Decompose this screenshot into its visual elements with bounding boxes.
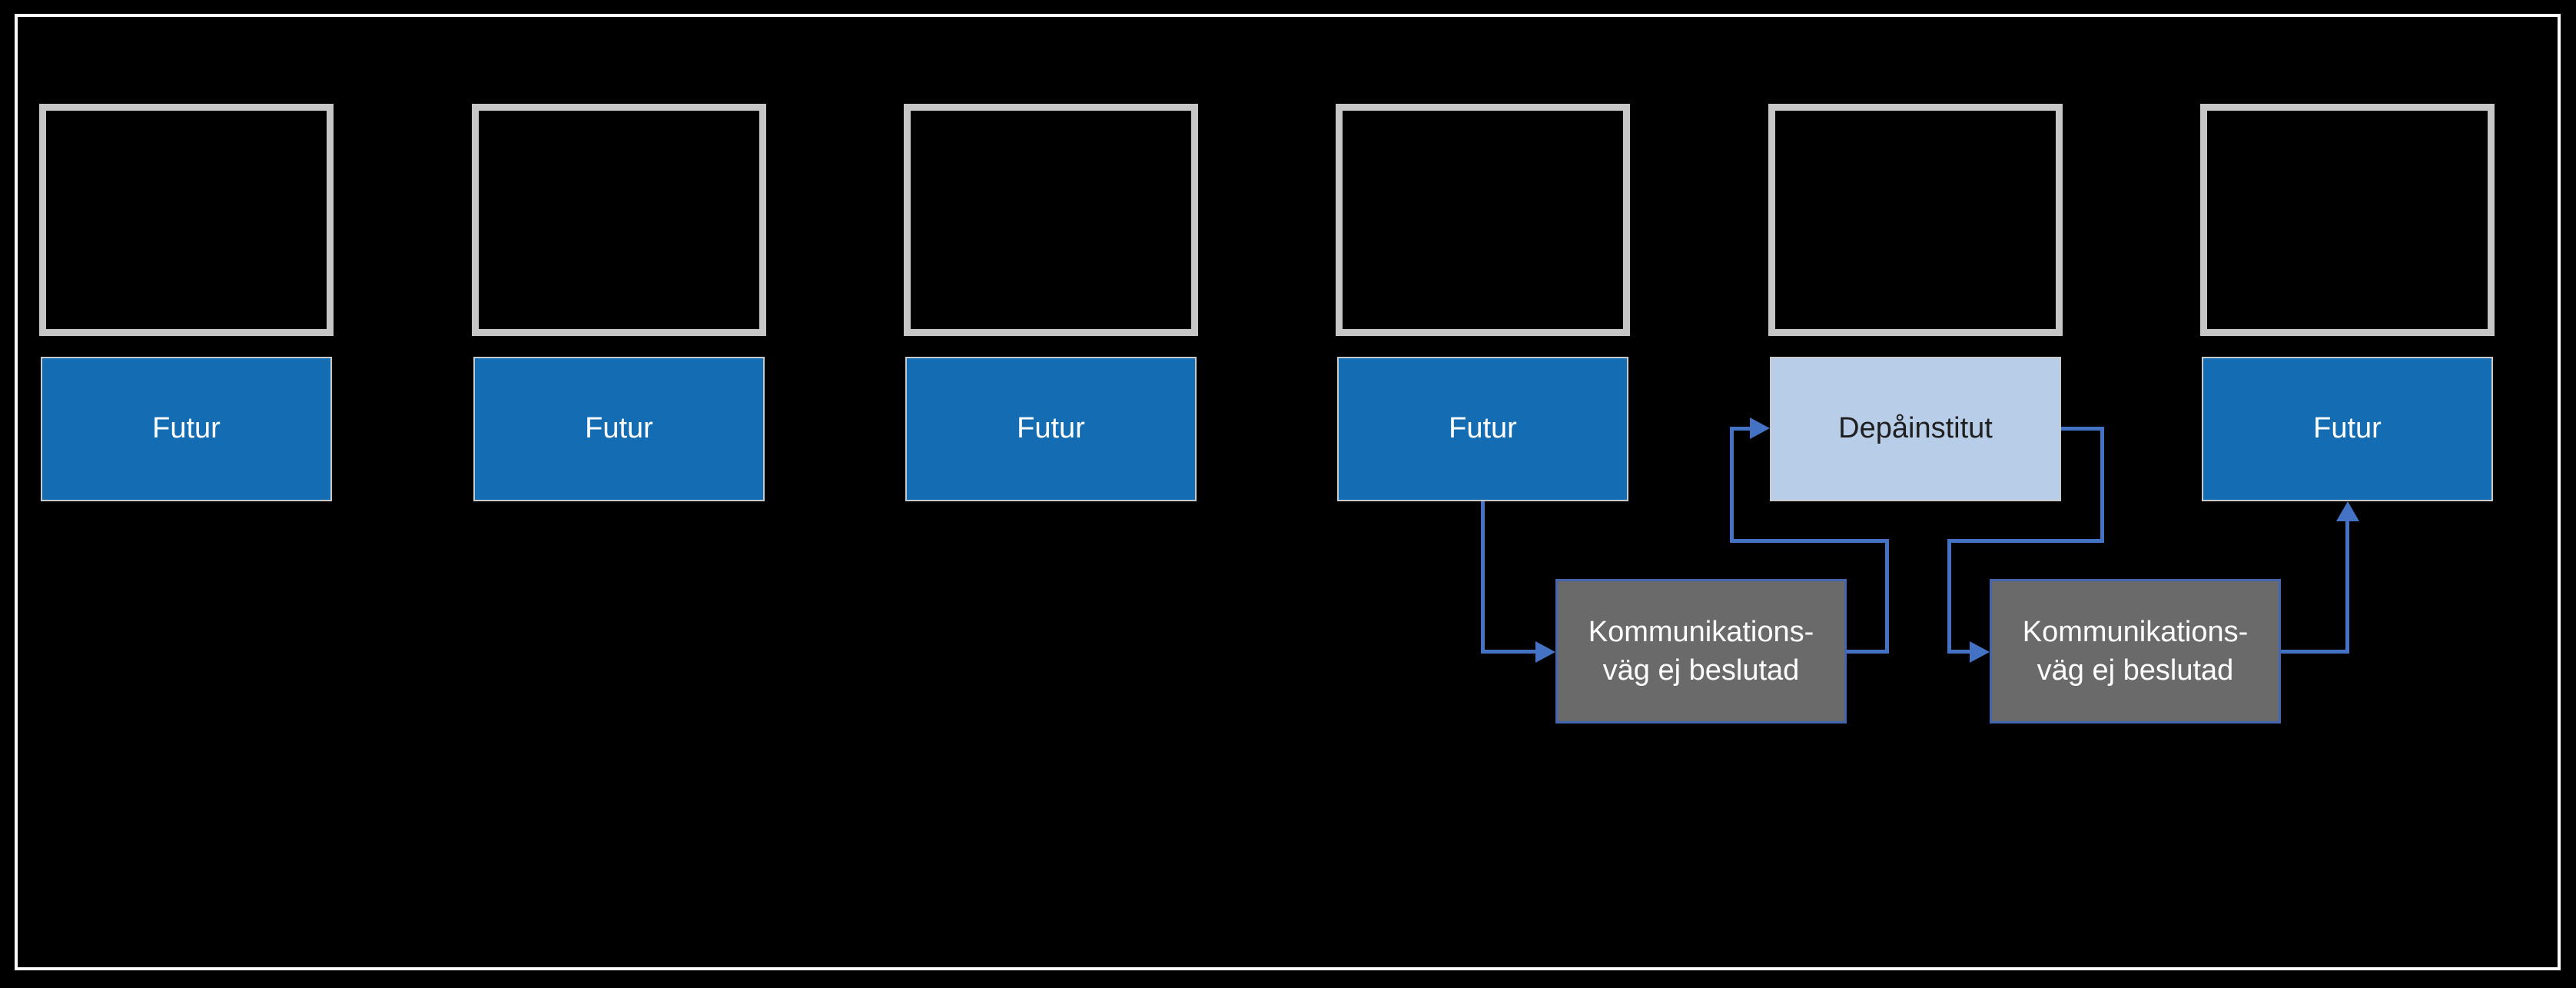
note-label: Kommunikations- väg ej beslutad (2022, 615, 2249, 687)
placeholder-box-2 (472, 104, 766, 336)
node-depainstitut: Depåinstitut (1770, 357, 2061, 501)
node-futur-5: Futur (2202, 357, 2493, 501)
placeholder-box-3 (904, 104, 1198, 336)
node-label: Futur (585, 412, 653, 445)
placeholder-box-4 (1336, 104, 1630, 336)
node-futur-1: Futur (41, 357, 332, 501)
node-label: Depåinstitut (1838, 412, 1993, 445)
note-label: Kommunikations- väg ej beslutad (1588, 615, 1814, 687)
placeholder-box-6 (2200, 104, 2495, 336)
placeholder-box-1 (39, 104, 334, 336)
node-label: Futur (2313, 412, 2382, 445)
node-futur-4: Futur (1337, 357, 1628, 501)
note-undecided-2: Kommunikations- väg ej beslutad (1990, 579, 2281, 724)
placeholder-box-5 (1768, 104, 2063, 336)
node-label: Futur (152, 412, 221, 445)
note-undecided-1: Kommunikations- väg ej beslutad (1555, 579, 1847, 724)
node-label: Futur (1017, 412, 1085, 445)
node-futur-2: Futur (473, 357, 765, 501)
outer-frame (15, 14, 2561, 970)
node-futur-3: Futur (905, 357, 1197, 501)
node-label: Futur (1449, 412, 1517, 445)
